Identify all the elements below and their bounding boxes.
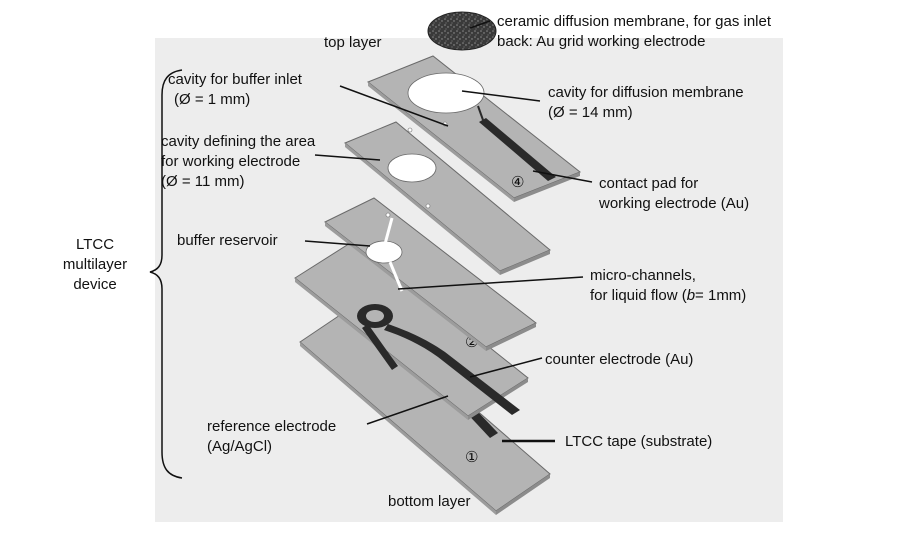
buffer-reservoir-cavity [365, 240, 403, 264]
device-label-line2: multilayer [63, 256, 127, 273]
counter-electrode-label: counter electrode (Au) [545, 351, 693, 368]
layer-4-top: ④ [367, 55, 581, 202]
micro-channels-label-line2: for liquid flow (b= 1mm) [590, 287, 746, 304]
micro-channel-inlet [383, 217, 394, 245]
working-electrode-area-cavity [387, 153, 437, 183]
device-label-line3: device [73, 276, 116, 293]
micro-channel-outlet [388, 261, 404, 292]
membrane-label-line2: back: Au grid working electrode [497, 33, 705, 50]
layer-3-reservoir: ③ [324, 197, 537, 351]
reference-electrode-trace [362, 324, 398, 370]
reference-electrode-label-line1: reference electrode [207, 418, 336, 435]
diffusion-cavity-label-line1: cavity for diffusion membrane [548, 84, 744, 101]
top-layer-label: top layer [324, 34, 382, 51]
layer-1-number: ① [465, 448, 478, 466]
layer-2-electrodes: ② [294, 239, 529, 420]
ceramic-diffusion-membrane [427, 11, 497, 51]
ltcc-tape-label: LTCC tape (substrate) [565, 433, 712, 450]
buffer-reservoir-label: buffer reservoir [177, 232, 278, 249]
buffer-inlet-label-line2: (Ø = 1 mm) [174, 91, 250, 108]
we-area-label-line3: (Ø = 11 mm) [161, 173, 244, 190]
reference-electrode-label-line2: (Ag/AgCl) [207, 438, 272, 455]
membrane-label-line1: ceramic diffusion membrane, for gas inle… [497, 13, 772, 30]
contact-pad-label-line1: contact pad for [599, 175, 698, 192]
micro-channels-label-line1: micro-channels, [590, 267, 696, 284]
callout-lines [304, 20, 593, 443]
layer-4-number: ④ [511, 173, 524, 191]
counter-electrode-trace [384, 324, 520, 415]
diffusion-cavity-label-line2: (Ø = 14 mm) [548, 104, 633, 121]
device-label-line1: LTCC [76, 236, 114, 253]
contact-pad [479, 118, 556, 181]
buffer-inlet-label-line1: cavity for buffer inlet [168, 71, 303, 88]
layer-working-electrode-area [344, 121, 551, 275]
device-brace [149, 69, 183, 479]
layer-1-substrate: ① [299, 304, 551, 515]
we-area-label-line1: cavity defining the area [161, 133, 316, 150]
diffusion-membrane-cavity [407, 72, 485, 114]
bottom-layer-label: bottom layer [388, 493, 471, 510]
we-area-label-line2: for working electrode [161, 153, 300, 170]
contact-pad-label-line2: working electrode (Au) [598, 195, 749, 212]
